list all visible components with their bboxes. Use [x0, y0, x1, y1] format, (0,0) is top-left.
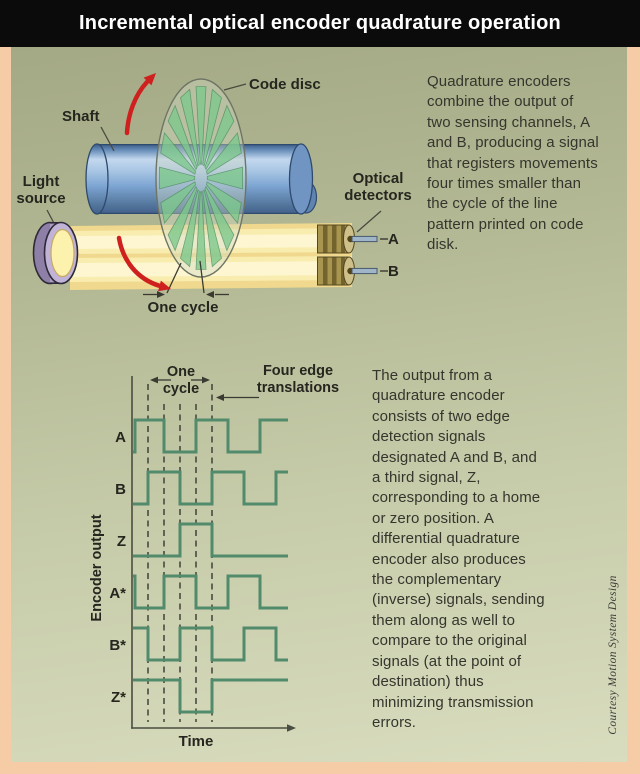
light-source-label: Light source	[16, 173, 66, 207]
disc-wedge	[167, 185, 198, 252]
disc-wedges-layer	[158, 86, 244, 270]
detector-a-pin	[351, 235, 378, 243]
signal-label-z: Z	[116, 533, 126, 550]
disc-wedge	[202, 189, 222, 268]
disc-outline	[155, 78, 247, 278]
code-disc-label: Code disc	[249, 76, 321, 93]
dimension-arrowhead-left	[206, 291, 214, 298]
x-axis-arrowhead	[287, 724, 296, 732]
shaft-label: Shaft	[62, 108, 100, 125]
code-disc	[155, 78, 247, 278]
chart-annotation-arrows	[150, 376, 259, 401]
disc-wedge	[206, 181, 242, 225]
four-edge-translations-note: Four edge translations	[256, 363, 340, 396]
one-cycle-arrowhead-right	[202, 376, 210, 384]
shaft-left-cap	[85, 143, 109, 215]
light-source	[32, 221, 79, 285]
beam-core-b	[70, 261, 352, 277]
lamp-glow	[50, 228, 75, 278]
detector-a-rib-2	[332, 225, 337, 253]
waveform-b-inv	[133, 626, 288, 662]
output-paragraph: The output from a quadrature encoder con…	[372, 367, 545, 731]
signal-label-z-inv: Z*	[111, 689, 126, 706]
rotation-arrow-up	[124, 73, 156, 136]
optical-detectors-label: Optical detectors	[344, 170, 412, 204]
shaft-leader-line	[100, 126, 115, 152]
signal-label-b: B	[115, 481, 126, 498]
one-cycle-arrowhead-left	[150, 376, 158, 384]
chart-one-cycle-note: One cycle	[162, 364, 200, 397]
disc-wedge	[158, 166, 196, 190]
waveform-chart	[131, 376, 296, 732]
disc-wedge	[180, 189, 200, 268]
disc-wedge	[204, 185, 235, 252]
rotation-arrow-down	[116, 235, 171, 292]
optical-detector-a	[317, 224, 388, 254]
one-cycle-label: One cycle	[147, 299, 219, 316]
disc-wedge	[195, 191, 207, 270]
rotation-arrow-up-head	[143, 73, 156, 86]
detector-b-rib-2	[332, 257, 337, 285]
waveform-b	[133, 470, 288, 506]
waveform-z	[133, 522, 288, 558]
rotation-arrow-up-stem	[124, 79, 150, 136]
disc-wedge	[160, 131, 196, 175]
signal-label-a-inv: A*	[109, 585, 126, 602]
code-disc-leader-line	[223, 83, 247, 91]
dimension-arrowhead-right	[157, 291, 165, 298]
channel-b-label: B	[388, 263, 399, 280]
chart-axes	[131, 376, 296, 732]
detector-b-pin	[351, 267, 378, 275]
shaft-right-cap	[288, 143, 314, 215]
shaft	[85, 143, 318, 215]
waveform-a-inv	[133, 574, 288, 610]
waveform-z-inv	[133, 678, 288, 714]
waveforms-layer	[133, 418, 288, 714]
optical-detector-b	[317, 256, 388, 286]
disc-wedge	[195, 86, 207, 165]
waveform-a	[133, 418, 288, 454]
disc-wedge	[180, 88, 200, 167]
rotation-arrow-down-head	[158, 280, 171, 292]
disc-wedge	[206, 166, 244, 190]
disc-wedge	[202, 88, 222, 167]
rotation-arrow-down-stem	[116, 235, 163, 289]
signal-label-b-inv: B*	[109, 637, 126, 654]
dimension-tick-right	[199, 260, 205, 294]
translations-arrowhead	[216, 394, 224, 401]
x-axis-label: Time	[178, 733, 214, 750]
page-title: Incremental optical encoder quadrature o…	[79, 12, 561, 34]
disc-wedge	[204, 104, 235, 171]
y-axis-label: Encoder output	[89, 514, 105, 622]
detector-a-rib-1	[323, 225, 328, 253]
channel-a-label: A	[388, 231, 399, 248]
credit-text: Courtesy Motion System Design	[607, 575, 619, 735]
intro-paragraph: Quadrature encoders combine the output o…	[427, 73, 599, 254]
disc-wedge	[160, 181, 196, 225]
signal-label-a: A	[115, 429, 126, 446]
one-cycle-dimension	[143, 260, 229, 298]
detectors-leader-line	[356, 210, 382, 233]
disc-wedge	[206, 131, 242, 175]
disc-wedge	[167, 104, 198, 171]
detector-b-rib-1	[323, 257, 328, 285]
title-bar: Incremental optical encoder quadrature o…	[0, 0, 640, 47]
